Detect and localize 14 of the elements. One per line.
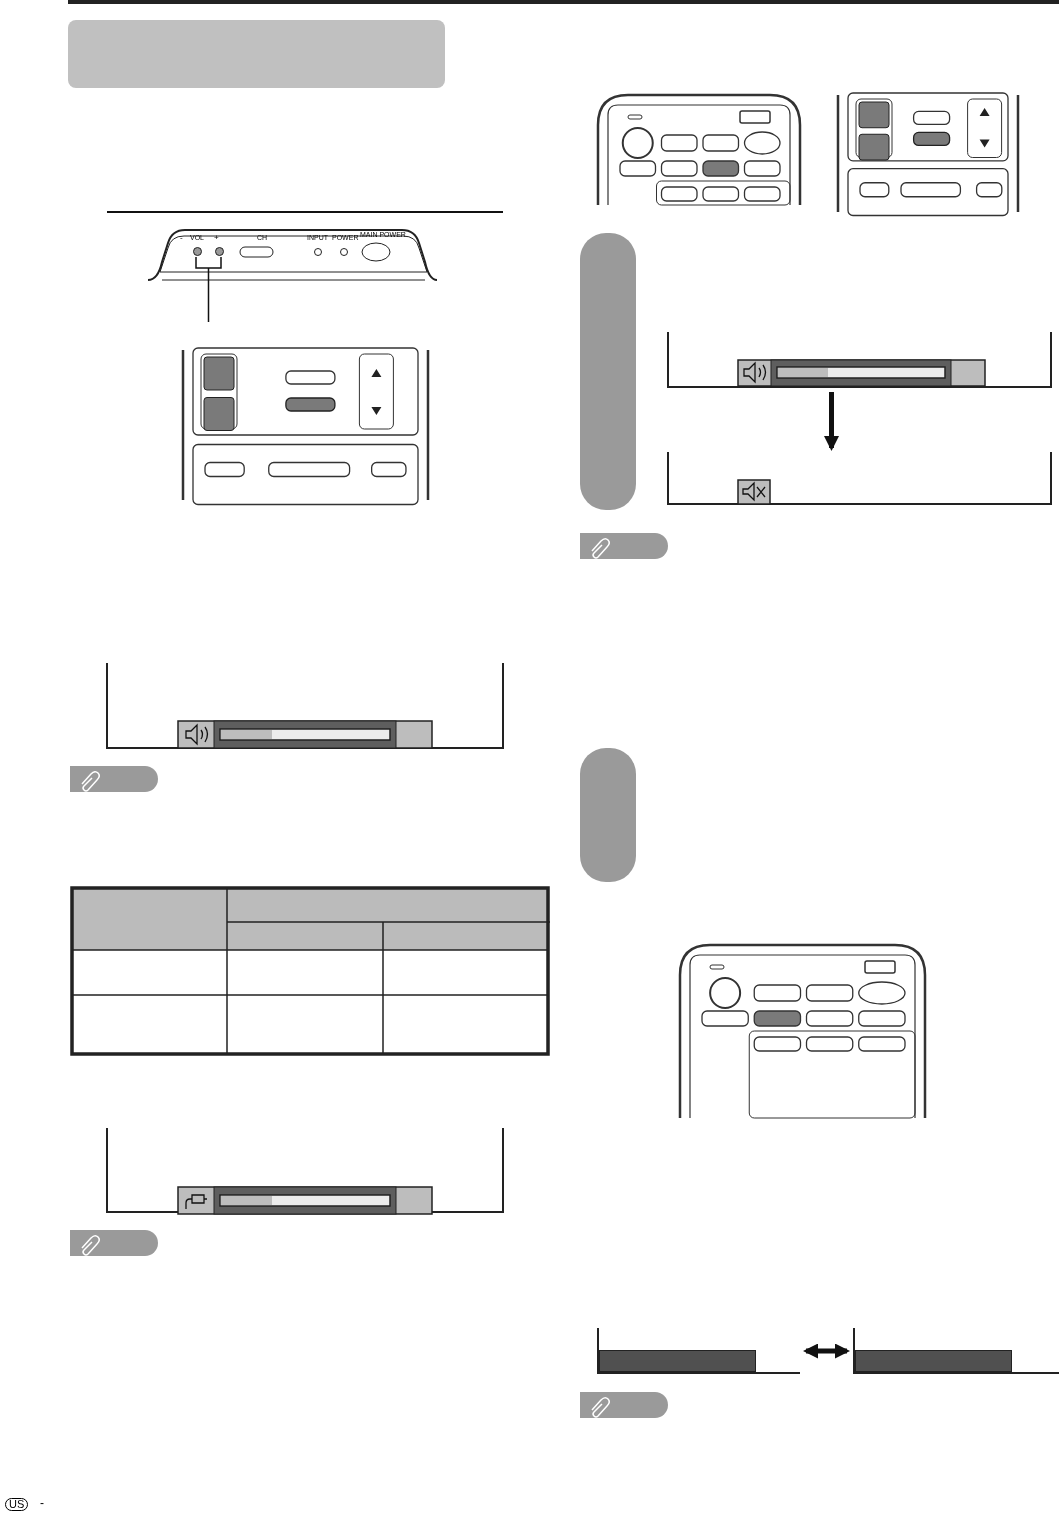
step-badge	[580, 233, 636, 510]
arrow	[824, 392, 839, 451]
step-badge	[580, 748, 636, 882]
volume-buttons	[193, 247, 224, 257]
title-banner	[68, 20, 445, 88]
display-bar	[853, 1328, 1059, 1374]
leader-line	[195, 256, 222, 323]
display-bar	[597, 1328, 800, 1374]
screen-display-frame	[667, 452, 1052, 505]
panel-label: +	[214, 234, 219, 242]
panel-label: -	[180, 234, 183, 242]
screen-display-frame	[667, 332, 1052, 388]
arrow	[803, 1343, 850, 1359]
page-number-separator: -	[40, 1497, 44, 1509]
